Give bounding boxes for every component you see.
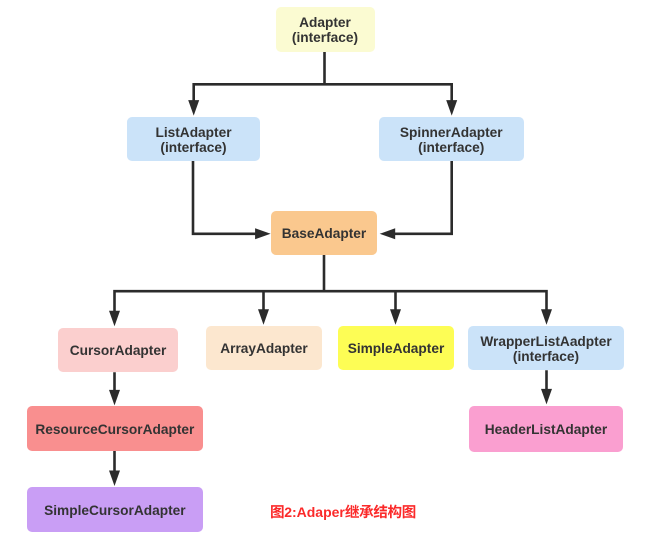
svg-text:2:Adaper: 2:Adaper [284, 504, 345, 520]
